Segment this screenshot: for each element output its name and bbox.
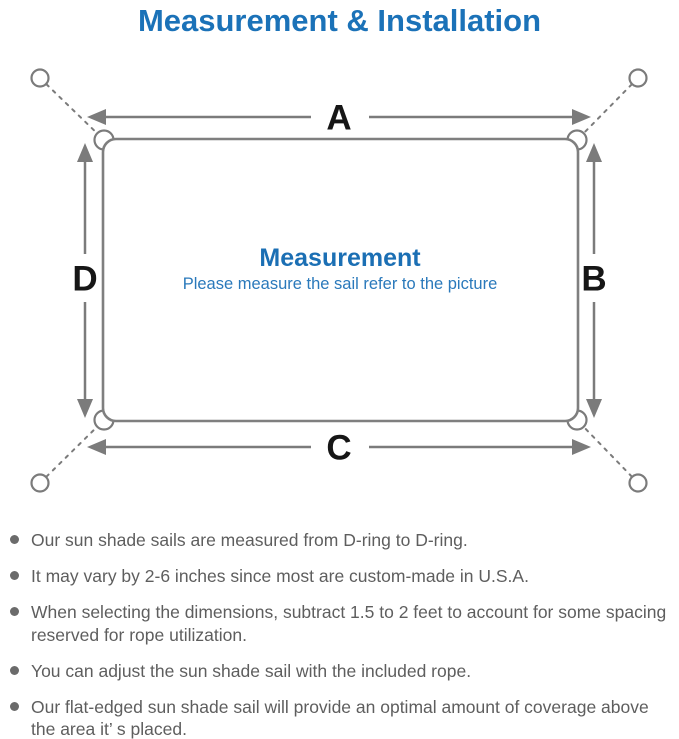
note-text: It may vary by 2-6 inches since most are… [31, 566, 529, 587]
sail-measurement-diagram: A C D B Measurement Pl [30, 68, 648, 493]
note-text: When selecting the dimensions, subtract … [31, 602, 667, 645]
list-item: Our flat-edged sun shade sail will provi… [10, 696, 671, 739]
dimension-label-a: A [326, 99, 351, 138]
dimension-label-c: C [326, 429, 351, 468]
list-item: It may vary by 2-6 inches since most are… [10, 565, 671, 587]
dimension-label-d: D [72, 260, 97, 299]
bullet-icon [10, 535, 19, 544]
guy-line-top-left [39, 77, 104, 140]
arrowhead-left-icon [87, 439, 106, 455]
notes-list: Our sun shade sails are measured from D-… [0, 529, 679, 739]
dimension-arrow-right: B [581, 143, 607, 418]
list-item: You can adjust the sun shade sail with t… [10, 660, 671, 682]
dimension-arrow-top: A [87, 99, 591, 138]
list-item: Our sun shade sails are measured from D-… [10, 529, 671, 551]
bullet-icon [10, 665, 19, 675]
diagram-caption-heading: Measurement [259, 244, 421, 272]
arrowhead-up-icon [586, 143, 602, 162]
list-item: When selecting the dimensions, subtract … [10, 601, 671, 645]
sail-outline [101, 137, 580, 423]
arrowhead-up-icon [77, 143, 93, 162]
note-text: Our flat-edged sun shade sail will provi… [31, 697, 649, 739]
arrowhead-right-icon [572, 439, 591, 455]
arrowhead-down-icon [586, 399, 602, 418]
guy-line-bottom-left [39, 420, 104, 484]
note-text: You can adjust the sun shade sail with t… [31, 660, 472, 681]
guy-line-bottom-right [577, 420, 639, 484]
dimension-arrow-bottom: C [87, 429, 591, 468]
arrowhead-right-icon [572, 109, 591, 125]
bullet-icon [10, 607, 19, 617]
guy-line-top-right [577, 77, 639, 140]
dimension-label-b: B [581, 260, 606, 299]
dimension-arrow-left: D [72, 143, 98, 418]
arrowhead-down-icon [77, 399, 93, 418]
bullet-icon [10, 571, 19, 581]
page-title: Measurement & Installation [137, 3, 542, 38]
anchor-points [30, 68, 648, 493]
diagram-caption-subtitle: Please measure the sail refer to the pic… [183, 275, 498, 293]
bullet-icon [10, 702, 19, 712]
note-text: Our sun shade sails are measured from D-… [31, 530, 468, 550]
anchor-point-icon [628, 68, 648, 88]
anchor-point-icon [30, 68, 50, 88]
diagram-caption: Measurement Please measure the sail refe… [183, 244, 498, 293]
arrowhead-left-icon [87, 109, 106, 125]
anchor-point-icon [628, 473, 648, 493]
anchor-point-icon [30, 473, 50, 493]
guy-lines [39, 77, 639, 484]
